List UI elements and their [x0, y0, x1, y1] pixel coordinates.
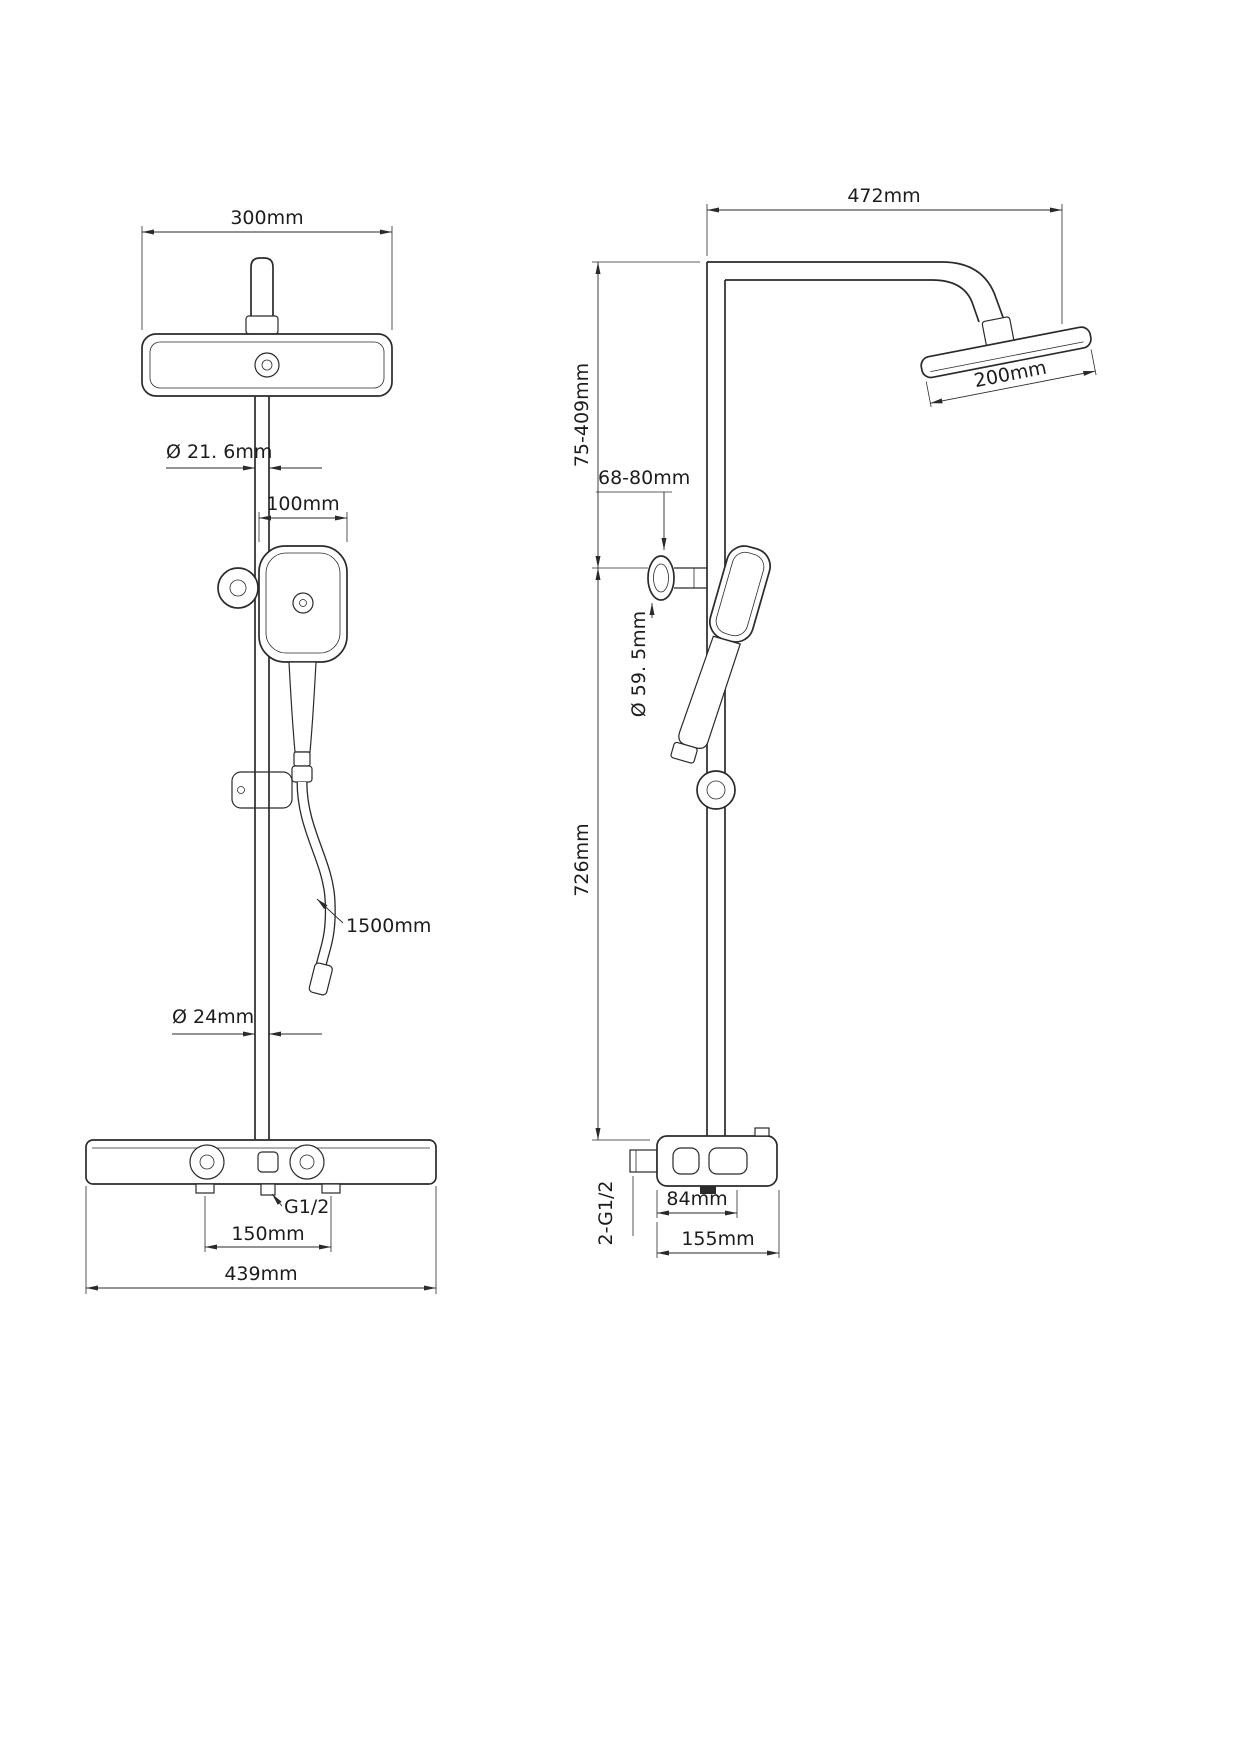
dim-label-inlet-thread: 2-G1/2 [595, 1181, 617, 1246]
hand-shower-handle [288, 661, 317, 753]
dim-head-width: 300mm [141, 207, 393, 330]
center-button [257, 1151, 279, 1173]
valve-port-left [672, 1147, 700, 1175]
dim-inlet-thread: 2-G1/2 [595, 1176, 634, 1246]
side-wall-bracket [647, 555, 707, 601]
left-knob [189, 1144, 225, 1180]
dim-pipe-height: 726mm [571, 568, 650, 1141]
leader-line [316, 898, 344, 924]
hand-shower-center-nozzle [292, 592, 314, 614]
valve-port-right [708, 1147, 748, 1175]
dim-label-bracket-offset: 68-80mm [598, 467, 690, 489]
right-outlet [321, 1183, 341, 1194]
hose-nut [291, 765, 313, 783]
dim-valve-width: 155mm [656, 1190, 780, 1258]
dim-valve-spacing: 150mm [204, 1196, 332, 1252]
handle-nut-side [670, 741, 698, 764]
right-knob [289, 1144, 325, 1180]
left-outlet [195, 1183, 215, 1194]
valve-housing [656, 1135, 778, 1187]
dim-label-valve-spacing: 150mm [231, 1223, 304, 1245]
front-view: 300mm Ø 21. 6mm 100mm [85, 207, 437, 1294]
front-hose [296, 781, 336, 996]
side-shower-arm [707, 261, 1005, 323]
dimension-line [930, 370, 1096, 404]
side-overhead-shower: 200mm [920, 316, 1097, 408]
dim-height-range: 75-409mm [571, 261, 700, 569]
dim-label-arm-reach: 472mm [847, 185, 920, 207]
hand-shower-handle-side [678, 635, 741, 750]
front-overhead-shower [141, 257, 393, 397]
dim-label-inlet-spacing: 84mm [666, 1188, 727, 1210]
overhead-center-nozzle [254, 352, 280, 378]
dim-label-total-width: 439mm [224, 1263, 297, 1285]
dim-hose-length: 1500mm [316, 898, 431, 937]
bracket-flange [647, 555, 675, 601]
side-hand-shower [670, 545, 771, 764]
front-hand-shower [217, 545, 348, 783]
dim-label-outlet-thread: G1/2 [284, 1196, 329, 1218]
inlet-stub [629, 1149, 658, 1173]
dim-label-hose-length: 1500mm [346, 915, 431, 937]
dim-label-pipe-diameter: Ø 21. 6mm [166, 441, 272, 463]
dim-bracket-offset: 68-80mm [596, 467, 690, 550]
front-valve-body [85, 1139, 437, 1196]
center-outlet [260, 1183, 276, 1196]
dim-outlet-thread: G1/2 [271, 1193, 329, 1218]
top-pipe-stub [250, 257, 274, 335]
dim-lower-pipe-diameter: Ø 24mm [172, 1006, 322, 1037]
dim-label-head-width: 300mm [230, 207, 303, 229]
dim-pipe-diameter: Ø 21. 6mm [166, 441, 322, 471]
handle-connector [293, 751, 311, 767]
hand-shower-pivot [217, 567, 259, 609]
hose-end-connector [308, 962, 333, 996]
dim-label-height-range: 75-409mm [571, 363, 593, 467]
overhead-spray-face [149, 341, 385, 389]
dim-arm-reach: 472mm [706, 185, 1063, 324]
side-slider-ring [696, 770, 736, 810]
valve-bottom-tab [700, 1186, 716, 1194]
hand-shower-face [265, 552, 341, 654]
dim-label-flange-diameter: Ø 59. 5mm [628, 611, 650, 717]
dim-label-valve-width: 155mm [681, 1228, 754, 1250]
dim-handshower-width: 100mm [258, 493, 348, 542]
dim-label-pipe-height: 726mm [571, 823, 593, 896]
dim-label-lower-pipe-diameter: Ø 24mm [172, 1006, 254, 1028]
side-view: 200mm 472mm 75-409mm 68-80mm [571, 185, 1097, 1258]
side-valve-body [629, 1127, 778, 1194]
hand-shower-head-side [709, 545, 771, 643]
dim-label-handshower-width: 100mm [266, 493, 339, 515]
dim-total-width: 439mm [85, 1186, 437, 1294]
stub-nut [245, 315, 279, 335]
leader-line [271, 1193, 283, 1207]
valve-top-tab [754, 1127, 770, 1137]
dim-inlet-spacing: 84mm [656, 1188, 738, 1218]
dim-flange-diameter: Ø 59. 5mm [628, 603, 655, 717]
front-slider-clamp [231, 771, 293, 809]
